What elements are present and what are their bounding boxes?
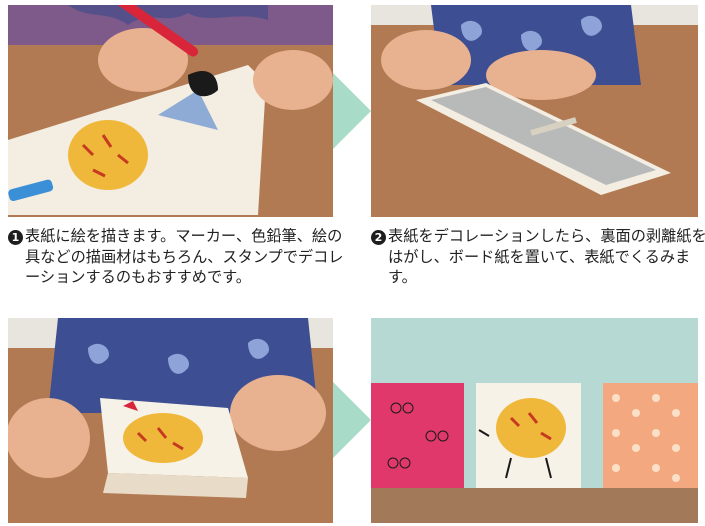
step-1-text: 表紙に絵を描きます。マーカー、色鉛筆、絵の具などの描画材はもちろん、スタンプでデ… xyxy=(25,227,344,286)
step-2-badge-icon: 2 xyxy=(371,230,386,245)
step-2-text: 表紙をデコレーションしたら、裏面の剥離紙をはがし、ボード紙を置いて、表紙でくるみ… xyxy=(388,227,705,286)
photo-drawing-on-cover xyxy=(8,5,333,217)
photo-wrapping-board xyxy=(371,5,698,217)
next-step-arrow-icon xyxy=(333,73,371,149)
photo-folding-cover xyxy=(8,318,333,523)
step-1-badge-icon: 1 xyxy=(8,230,23,245)
photo-finished-notebooks xyxy=(371,318,698,523)
next-step-arrow-icon xyxy=(333,382,371,458)
